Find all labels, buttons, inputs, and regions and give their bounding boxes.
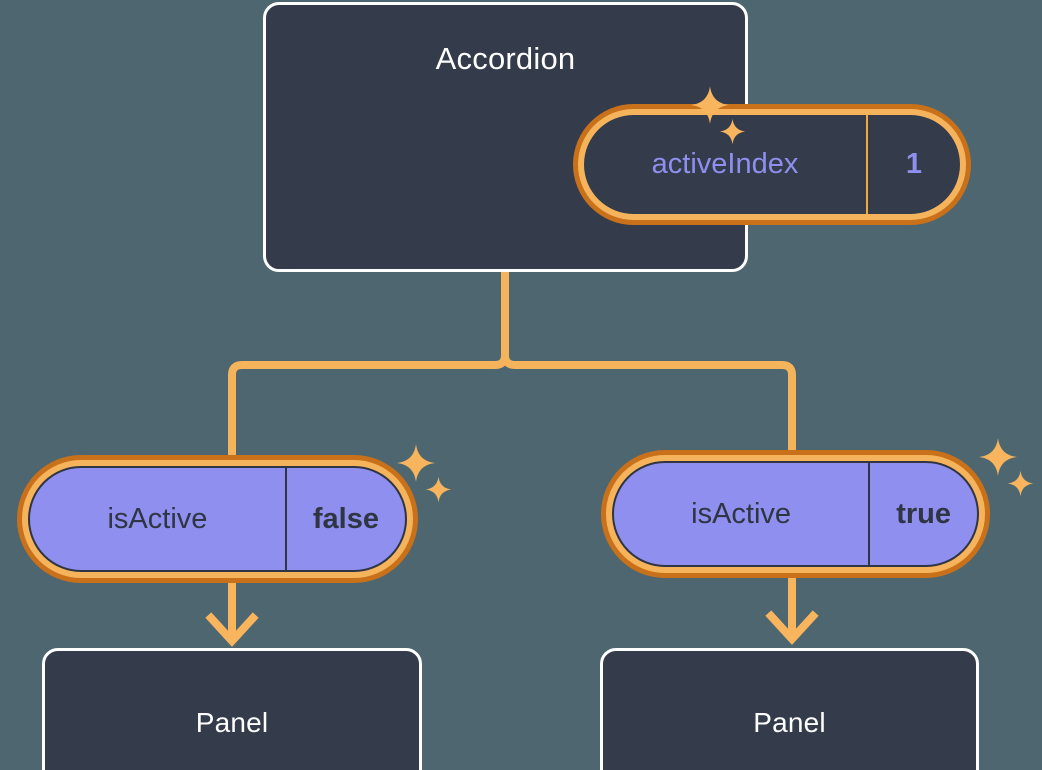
connector-root-to-children	[501, 268, 796, 456]
sparkle-icon	[425, 476, 452, 503]
state-pill-body: activeIndex 1	[584, 115, 960, 214]
state-key-is-active-right: isActive	[614, 463, 871, 565]
component-title-panel-right: Panel	[753, 707, 826, 738]
arrow-left-child-to-panel	[205, 583, 259, 647]
state-pill-body: isActive false	[28, 466, 407, 572]
state-key-is-active-left: isActive	[30, 468, 287, 570]
component-title-accordion: Accordion	[435, 41, 576, 76]
state-pill-ring: isActive false	[22, 460, 413, 578]
state-pill-body: isActive true	[612, 461, 979, 567]
connector-root-to-left-child	[228, 296, 509, 462]
state-key-active-index: activeIndex	[584, 115, 868, 214]
component-card-panel-left[interactable]: Panel	[42, 648, 422, 770]
sparkle-icon	[979, 438, 1017, 476]
component-card-panel-right[interactable]: Panel	[600, 648, 979, 770]
state-value-active-index: 1	[905, 148, 923, 180]
arrow-right-child-to-panel	[765, 578, 819, 645]
component-card-accordion[interactable]: Accordion activeIndex 1	[263, 2, 971, 272]
state-pill-active-index[interactable]: activeIndex 1	[573, 104, 971, 225]
state-pill-is-active-left[interactable]: isActive false	[17, 455, 418, 583]
state-value-is-active-left: false	[312, 502, 379, 535]
state-pill-is-active-right[interactable]: isActive true	[601, 450, 990, 578]
component-title-panel-left: Panel	[195, 707, 269, 738]
sparkle-icon	[1007, 470, 1034, 497]
state-pill-ring: isActive true	[606, 455, 985, 573]
state-value-is-active-right: true	[896, 497, 951, 530]
state-pill-ring: activeIndex 1	[578, 109, 966, 220]
